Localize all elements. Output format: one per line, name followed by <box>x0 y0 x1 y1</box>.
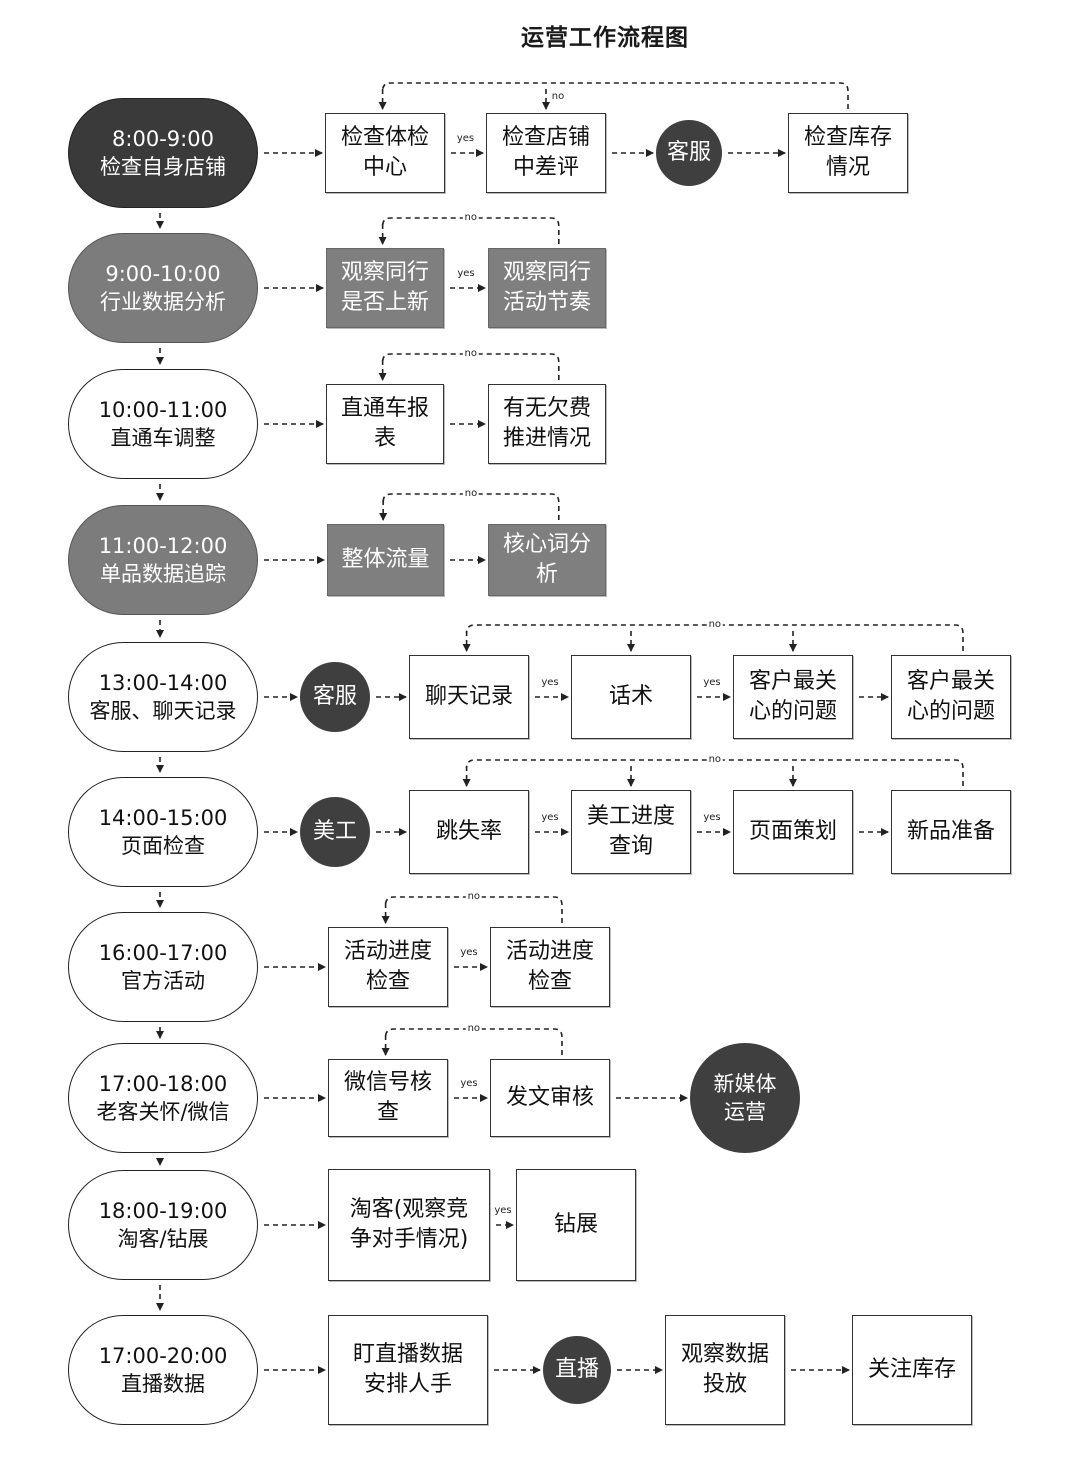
yes-label-r9-0: yes <box>492 1205 514 1216</box>
step-box-r8-2: 发文审核 <box>490 1059 610 1137</box>
start-node-r5: 13:00-14:00 客服、聊天记录 <box>68 642 258 752</box>
no-loop-4 <box>465 624 964 651</box>
step-box-r5-5: 客户最关 心的问题 <box>891 655 1011 739</box>
no-loop-6 <box>384 896 563 923</box>
start-node-r7: 16:00-17:00 官方活动 <box>68 912 258 1022</box>
yes-label-r8-0: yes <box>458 1078 480 1089</box>
step-box-r2-1: 观察同行 是否上新 <box>326 248 444 328</box>
no-loop-1 <box>381 217 560 244</box>
step-box-r6-4: 页面策划 <box>733 790 853 874</box>
step-box-r7-2: 活动进度 检查 <box>490 927 610 1007</box>
yes-label-r6-2: yes <box>701 812 723 823</box>
step-box-r8-1: 微信号核 查 <box>328 1059 448 1137</box>
step-box-r1-4: 检查库存 情况 <box>788 113 908 193</box>
step-box-r6-2: 跳失率 <box>409 790 529 874</box>
no-loop-5 <box>465 759 964 786</box>
role-circle-r6-1: 美工 <box>300 797 370 867</box>
step-box-r10-3: 观察数据 投放 <box>665 1315 785 1425</box>
yes-label-r7-0: yes <box>458 947 480 958</box>
step-box-r3-2: 有无欠费 推进情况 <box>488 384 606 464</box>
start-node-r10: 17:00-20:00 直播数据 <box>68 1315 258 1425</box>
role-circle-r1-3: 客服 <box>656 120 722 186</box>
step-box-r1-1: 检查体检 中心 <box>325 113 445 193</box>
step-box-r9-2: 钻展 <box>516 1169 636 1281</box>
no-label-4: no <box>706 619 724 630</box>
step-box-r10-4: 关注库存 <box>852 1315 972 1425</box>
step-box-r3-1: 直通车报 表 <box>326 384 444 464</box>
step-box-r6-3: 美工进度 查询 <box>571 790 691 874</box>
no-label-6: no <box>465 891 483 902</box>
no-label-2: no <box>462 348 479 359</box>
start-node-r9: 18:00-19:00 淘客/钻展 <box>68 1170 258 1280</box>
step-box-r9-1: 淘客(观察竞 争对手情况) <box>328 1169 490 1281</box>
step-box-r10-1: 盯直播数据 安排人手 <box>328 1315 488 1425</box>
yes-label-r1-0: yes <box>454 133 477 144</box>
step-box-r4-1: 整体流量 <box>327 524 444 596</box>
yes-label-r6-0: yes <box>539 812 561 823</box>
step-box-r5-2: 聊天记录 <box>409 655 529 739</box>
no-label-5: no <box>706 754 724 765</box>
role-circle-r5-1: 客服 <box>300 662 370 732</box>
no-loop-2 <box>381 353 560 380</box>
step-box-r7-1: 活动进度 检查 <box>328 927 448 1007</box>
yes-label-r5-0: yes <box>539 677 561 688</box>
start-node-r8: 17:00-18:00 老客关怀/微信 <box>68 1043 258 1153</box>
yes-label-r2-0: yes <box>455 268 477 279</box>
yes-label-r5-2: yes <box>701 677 723 688</box>
step-box-r5-4: 客户最关 心的问题 <box>733 655 853 739</box>
start-node-r1: 8:00-9:00 检查自身店铺 <box>68 98 258 208</box>
start-node-r4: 11:00-12:00 单品数据追踪 <box>68 505 258 615</box>
no-label-0: no <box>549 91 567 102</box>
start-node-r3: 10:00-11:00 直通车调整 <box>68 369 258 479</box>
role-circle-r8-3: 新媒体 运营 <box>690 1043 800 1153</box>
start-node-r6: 14:00-15:00 页面检查 <box>68 777 258 887</box>
no-label-1: no <box>462 212 479 223</box>
start-node-r2: 9:00-10:00 行业数据分析 <box>68 233 258 343</box>
diagram-title: 运营工作流程图 <box>521 25 689 51</box>
step-box-r2-2: 观察同行 活动节奏 <box>488 248 606 328</box>
no-label-3: no <box>462 488 480 499</box>
step-box-r6-5: 新品准备 <box>891 790 1011 874</box>
step-box-r1-2: 检查店铺 中差评 <box>486 113 606 193</box>
no-label-7: no <box>465 1023 483 1034</box>
role-circle-r10-2: 直播 <box>543 1336 611 1404</box>
no-loop-7 <box>384 1028 563 1055</box>
step-box-r5-3: 话术 <box>571 655 691 739</box>
no-loop-0 <box>381 82 849 109</box>
no-loop-3 <box>382 493 560 520</box>
step-box-r4-2: 核心词分 析 <box>488 524 606 596</box>
